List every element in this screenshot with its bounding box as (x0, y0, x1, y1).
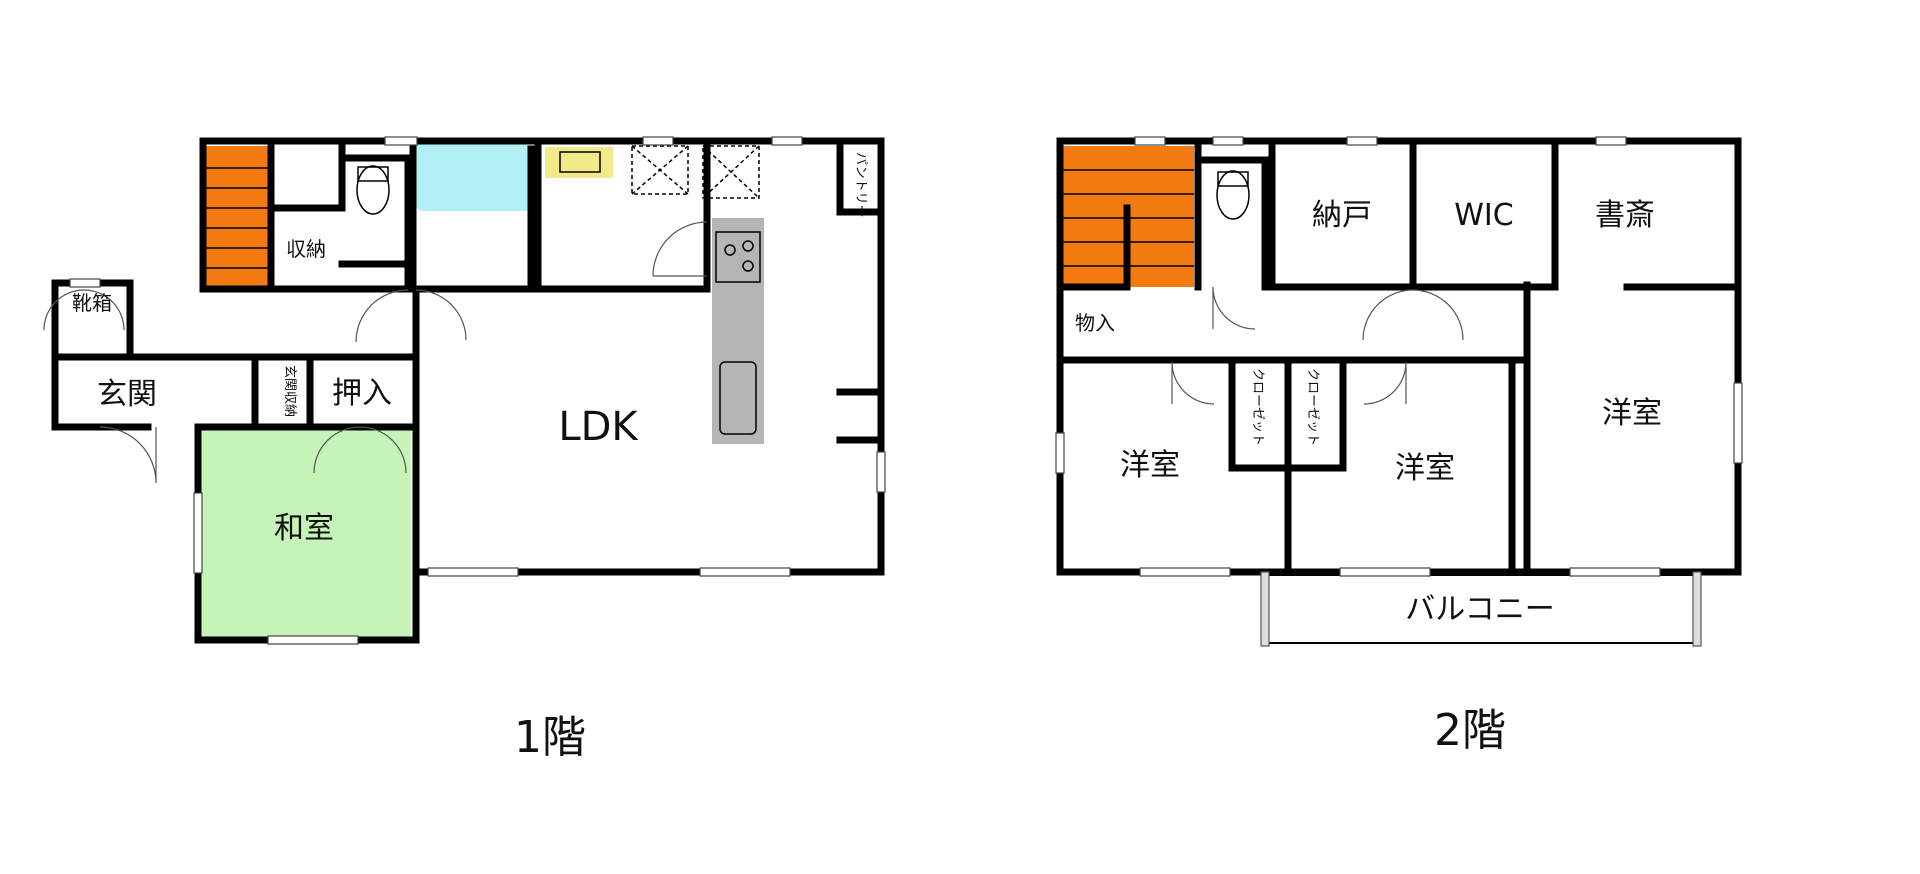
windows-2f (1055, 136, 1743, 577)
label-shoebox: 靴箱 (72, 291, 112, 315)
label-yoshitsu-center: 洋室 (1395, 451, 1455, 486)
washitsu-fill (198, 427, 411, 637)
label-genkan-storage: 玄関収納 (282, 365, 297, 417)
label-yoshitsu-left: 洋室 (1120, 448, 1180, 483)
floor-2-caption: 2階 (1434, 705, 1506, 756)
label-nando: 納戸 (1312, 198, 1372, 233)
label-pantry: パントリー (853, 152, 868, 218)
label-genkan: 玄関 (97, 377, 157, 412)
floor-1-plan: LDK 和室 玄関 靴箱 押入 収納 玄関収納 パントリー 1階 (43, 136, 886, 763)
doors-1f (43, 221, 708, 484)
floor-1-caption: 1階 (514, 712, 586, 763)
label-oshiire: 押入 (332, 376, 392, 411)
floor-2-plan: 納戸 WIC 書斎 物入 クローゼット クローゼット 洋室 洋室 洋室 バルコニ… (1055, 136, 1743, 756)
label-shosai: 書斎 (1595, 198, 1655, 233)
stair-1f (203, 146, 271, 289)
label-ldk: LDK (558, 404, 639, 450)
label-storage: 収納 (286, 237, 326, 261)
label-mono-ire: 物入 (1075, 311, 1115, 335)
label-wic: WIC (1454, 198, 1513, 233)
label-closet-b: クローゼット (1305, 368, 1320, 446)
label-closet-a: クローゼット (1250, 368, 1265, 446)
windows-1f (69, 136, 886, 645)
walls-2f (1056, 137, 1742, 576)
label-balcony: バルコニー (1405, 592, 1554, 627)
doors-2f (1171, 286, 1464, 405)
label-yoshitsu-right: 洋室 (1602, 396, 1662, 431)
label-washitsu: 和室 (274, 511, 334, 546)
stair-lines-1f (203, 167, 271, 269)
bath-fill (416, 143, 531, 211)
